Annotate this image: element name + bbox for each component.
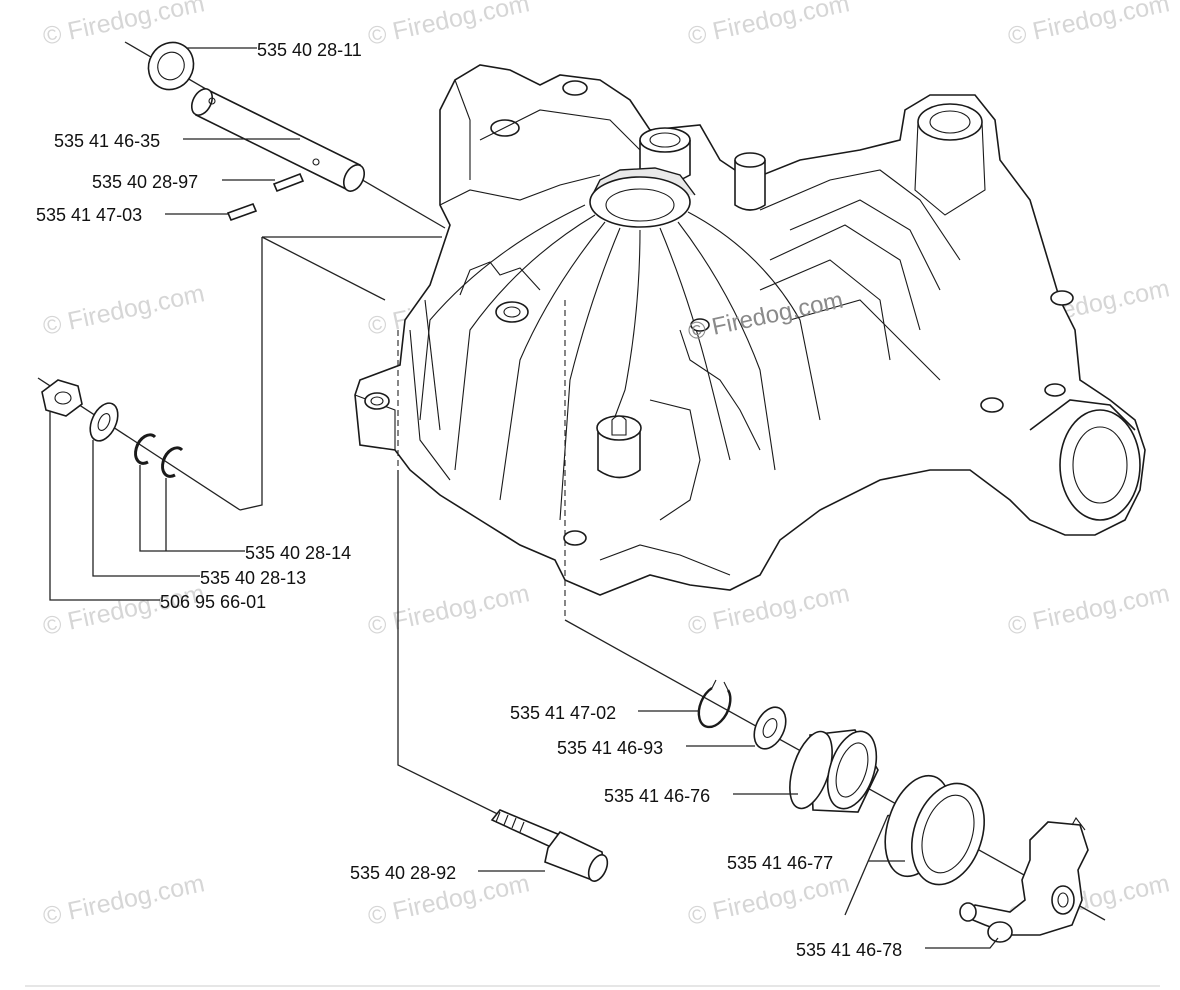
watermark: © Firedog.com <box>365 579 532 641</box>
part-label-p2: 535 41 46-35 <box>54 131 160 151</box>
watermark: © Firedog.com <box>365 0 532 51</box>
watermark: © Firedog.com <box>40 0 207 51</box>
watermark: © Firedog.com <box>40 279 207 341</box>
part-label-p13: 535 41 46-78 <box>796 940 902 960</box>
part-label-p8: 535 41 47-02 <box>510 703 616 723</box>
watermark: © Firedog.com <box>685 0 852 51</box>
part-label-p11: 535 40 28-92 <box>350 863 456 883</box>
part-circlip[interactable]: 535 41 47-02 <box>510 679 732 729</box>
part-stud[interactable]: 535 40 28-92 <box>350 809 611 884</box>
part-label-p4: 535 41 47-03 <box>36 205 142 225</box>
watermark: © Firedog.com <box>40 869 207 931</box>
part-label-p1: 535 40 28-11 <box>257 40 362 60</box>
part-retaining-rings[interactable]: 535 40 28-14 <box>134 433 352 563</box>
part-label-p9: 535 41 46-93 <box>557 738 663 758</box>
part-label-p6: 535 40 28-13 <box>200 568 306 588</box>
part-label-p3: 535 40 28-97 <box>92 172 198 192</box>
part-label-p7: 506 95 66-01 <box>160 592 266 612</box>
part-label-p5: 535 40 28-14 <box>245 543 351 563</box>
part-washer-right[interactable]: 535 41 46-93 <box>557 702 792 758</box>
part-label-p10: 535 41 46-76 <box>604 786 710 806</box>
part-washer-left[interactable]: 535 40 28-13 <box>85 399 306 588</box>
transaxle-housing <box>354 64 1146 596</box>
watermark: © Firedog.com <box>1005 579 1172 641</box>
watermark: © Firedog.com <box>685 579 852 641</box>
part-nut[interactable]: 506 95 66-01 <box>41 379 266 612</box>
part-sleeve[interactable]: 535 41 46-77 <box>727 767 996 894</box>
part-pin-b[interactable]: 535 41 47-03 <box>36 202 258 225</box>
part-seal-top[interactable]: 535 40 28-11 <box>140 34 362 98</box>
part-bushing[interactable]: 535 41 46-76 <box>604 725 885 815</box>
part-shaft[interactable]: 535 41 46-35 <box>54 85 368 194</box>
watermark: © Firedog.com <box>1005 0 1172 51</box>
part-pin-a[interactable]: 535 40 28-97 <box>92 172 305 193</box>
part-label-p12: 535 41 46-77 <box>727 853 833 873</box>
part-lever-arm[interactable]: 535 41 46-78 <box>796 817 1089 960</box>
watermark: © Firedog.com <box>685 869 852 931</box>
centerlines <box>397 300 566 620</box>
